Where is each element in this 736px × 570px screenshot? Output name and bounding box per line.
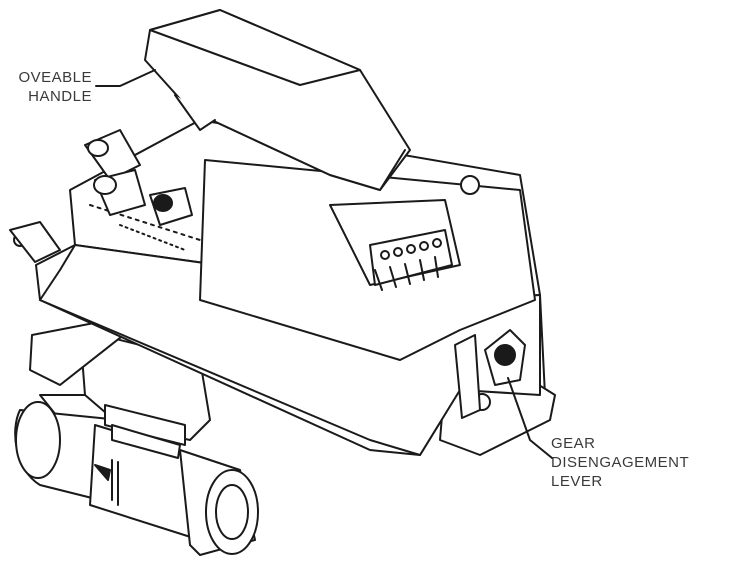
- handle-leader-line: [96, 70, 155, 86]
- gear-disengagement-lever: [455, 330, 525, 418]
- terminal-block: [370, 230, 452, 290]
- handle-label-line-2: HANDLE: [28, 88, 92, 105]
- lever-label-line-3: LEVER: [551, 473, 603, 490]
- lever-leader-line: [508, 378, 552, 458]
- lever-label-line-1: GEAR: [551, 435, 596, 452]
- handle-label-line-1: OVEABLE: [18, 69, 92, 86]
- ball-valve: [15, 395, 258, 555]
- gear-disengagement-lever-label: GEAR DISENGAGEMENT LEVER: [551, 434, 736, 491]
- lever-label-line-2: DISENGAGEMENT: [551, 454, 690, 471]
- actuator-housing: [40, 120, 540, 455]
- cable-glands: [85, 130, 192, 225]
- movable-handle-label: OVEABLE HANDLE: [0, 68, 92, 106]
- movable-handle: [145, 10, 410, 190]
